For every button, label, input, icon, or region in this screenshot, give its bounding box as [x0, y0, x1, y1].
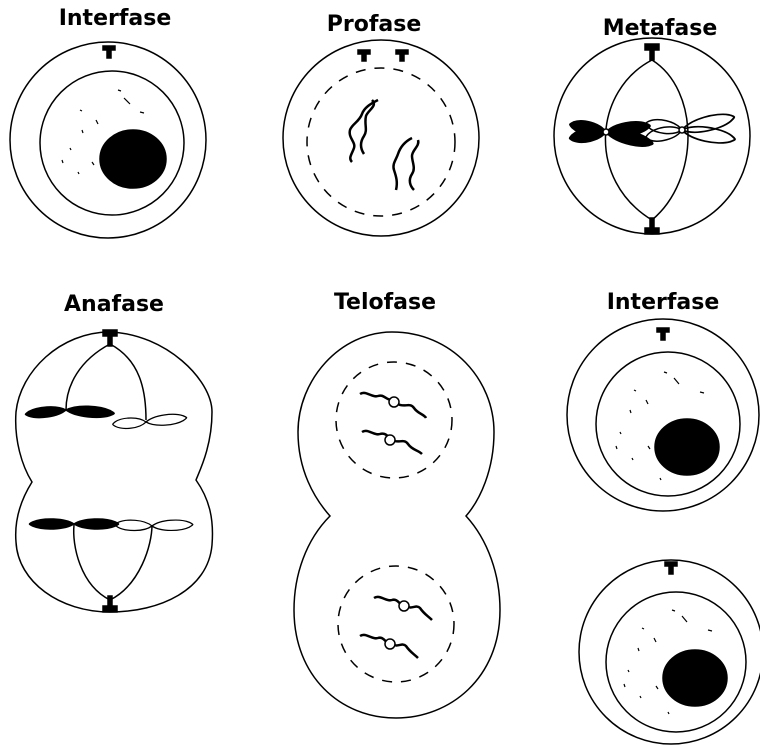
centrosome [396, 50, 408, 61]
metafase-cell [554, 38, 750, 234]
centrosome [358, 50, 370, 61]
spindle-fiber [110, 525, 152, 600]
nuclear-envelope-forming [336, 362, 452, 478]
spindle-fiber [652, 60, 688, 220]
separating-chromatids [25, 405, 193, 532]
spindle-fiber [66, 344, 110, 410]
interfase-cell-1 [10, 42, 206, 238]
spindle-fiber [110, 344, 146, 420]
centrosome [665, 562, 677, 574]
nucleolus [655, 419, 719, 475]
metaphase-chromosomes [568, 110, 736, 150]
centrosome [657, 328, 669, 340]
centrosome [103, 46, 115, 58]
condensing-chromosome [350, 100, 419, 190]
nuclear-envelope-forming [338, 566, 454, 682]
anafase-cell [16, 330, 213, 612]
centrosome [103, 330, 117, 346]
interfase-daughter-cell-2 [579, 560, 760, 744]
centrosome [645, 218, 659, 234]
profase-cell [283, 40, 479, 236]
decondensing-chromosomes [360, 393, 432, 658]
spindle-fiber [74, 525, 110, 600]
cell-membrane [567, 319, 759, 511]
telofase-cell [294, 332, 500, 718]
cell-membrane [283, 40, 479, 236]
cell-membrane-constricting [16, 332, 213, 612]
nucleolus [100, 130, 166, 188]
centrosome [645, 44, 659, 60]
nucleolus [663, 650, 727, 706]
nuclear-envelope-breaking [307, 68, 455, 216]
interfase-daughter-cell-1 [567, 319, 759, 511]
cell-membrane-cleaving [294, 332, 500, 718]
centrosome [103, 596, 117, 612]
